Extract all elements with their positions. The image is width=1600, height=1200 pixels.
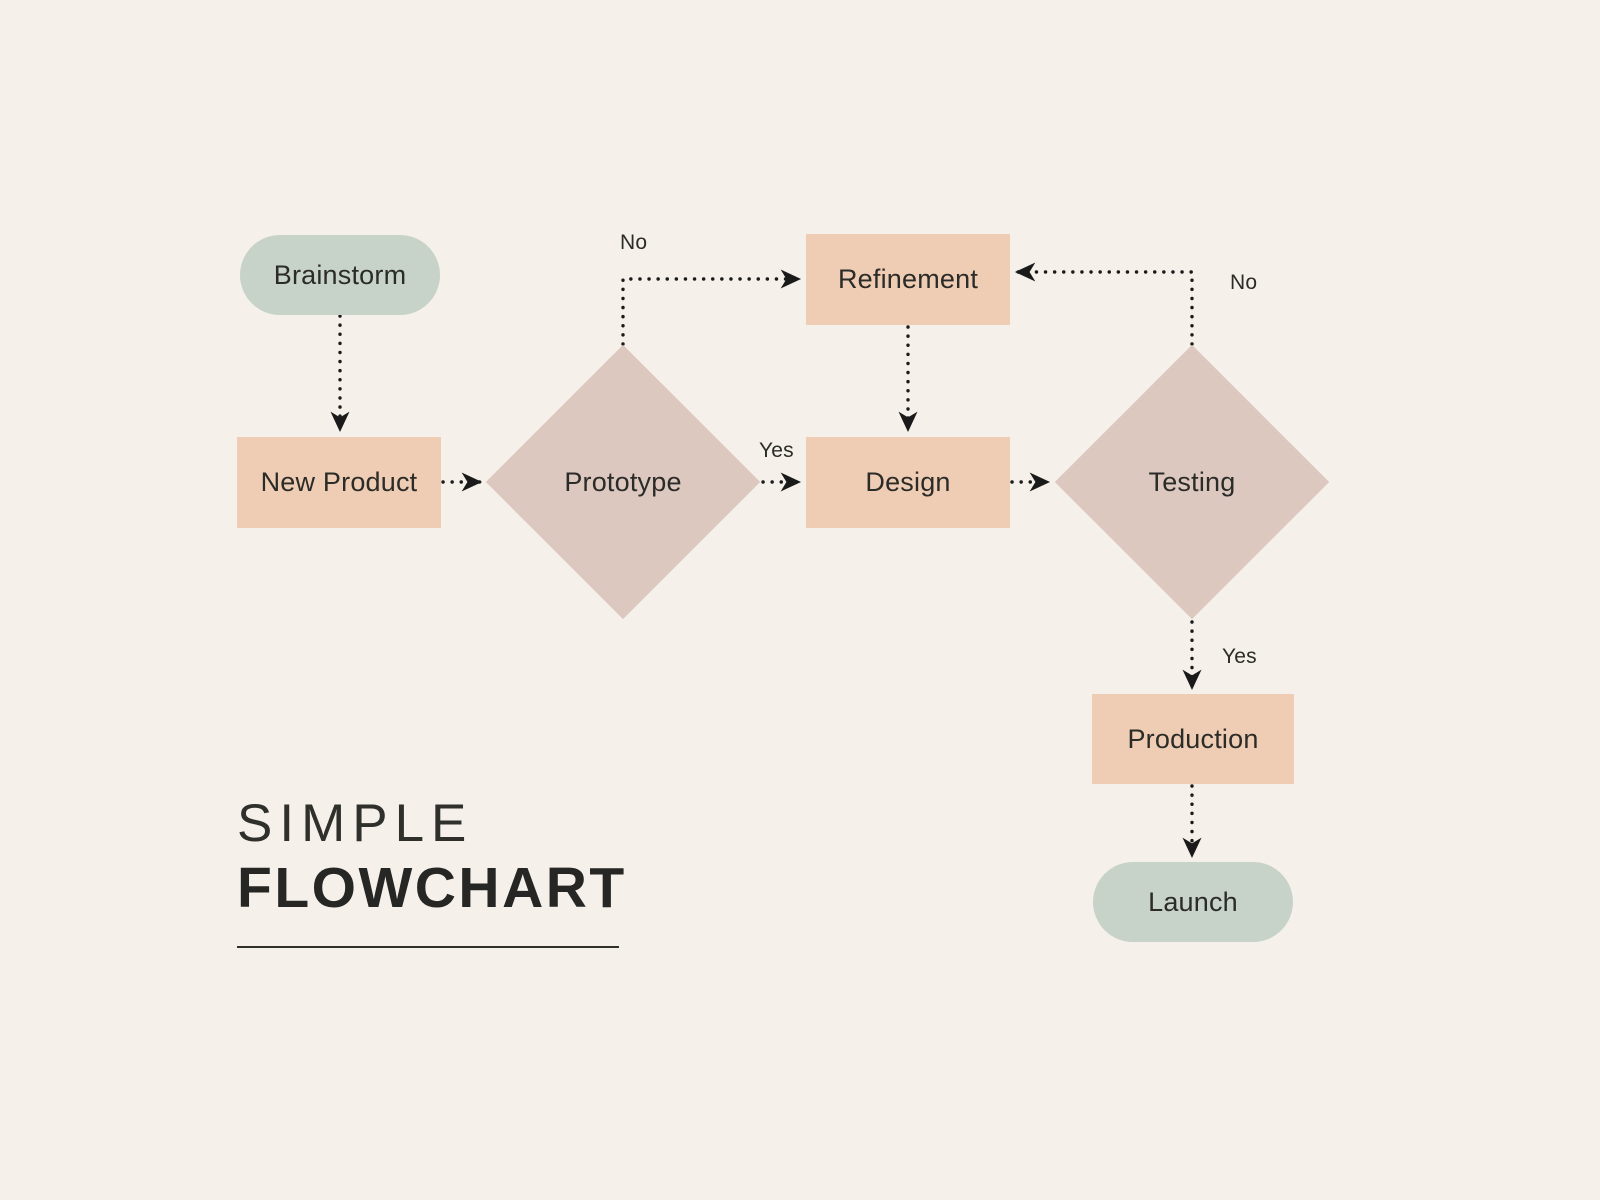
node-testing[interactable]: Testing	[1054, 342, 1330, 622]
node-new-product[interactable]: New Product	[237, 437, 441, 528]
edge-label-yes-design: Yes	[759, 439, 794, 462]
node-prototype[interactable]: Prototype	[485, 342, 761, 622]
node-production[interactable]: Production	[1092, 694, 1294, 784]
title-line-flowchart: FLOWCHART	[237, 856, 627, 921]
node-refinement[interactable]: Refinement	[806, 234, 1010, 325]
title-divider	[237, 945, 619, 948]
title-line-simple: SIMPLE	[237, 794, 474, 853]
node-label-brainstorm: Brainstorm	[273, 259, 407, 290]
diamond-shape-testing	[1054, 344, 1330, 620]
node-label-refinement: Refinement	[837, 264, 979, 294]
node-label-new-product: New Product	[260, 467, 418, 497]
edge-label-no-testing: No	[1230, 271, 1258, 294]
diamond-shape-prototype	[485, 344, 761, 620]
node-label-design: Design	[865, 467, 951, 497]
node-design[interactable]: Design	[806, 437, 1010, 528]
node-label-launch: Launch	[1148, 886, 1238, 917]
node-label-production: Production	[1127, 723, 1259, 754]
edge-prototype-to-refinement-no	[621, 269, 802, 346]
edge-label-no-prototype: No	[620, 231, 648, 254]
node-brainstorm[interactable]: Brainstorm	[240, 235, 440, 315]
edge-label-yes-production: Yes	[1222, 645, 1257, 668]
node-launch[interactable]: Launch	[1093, 862, 1293, 942]
edge-testing-to-refinement-no	[1014, 262, 1194, 346]
title-block: SIMPLE FLOWCHART	[237, 795, 757, 948]
